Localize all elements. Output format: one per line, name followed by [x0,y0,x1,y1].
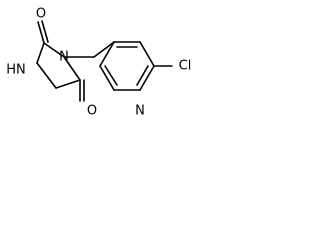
bond-c2-o-double [41,20,49,43]
bond-ring-5 [99,65,115,91]
oxygen-top-label: O [36,7,46,22]
structure-canvas: O HN N O N Cl [0,0,264,138]
canvas-background [0,0,264,138]
bond-c2-n3 [43,42,65,58]
bond-ring-3 [139,65,155,91]
bond-ch2-pyridine [93,41,115,58]
bond-c2-n1 [36,42,45,64]
bond-ring-inner-2 [136,65,149,86]
bond-c5-n1 [36,62,57,89]
bond-c4-c5 [55,79,81,89]
chemical-structure-diagram: O HN N O N Cl [0,0,264,138]
oxygen-bottom-label: O [87,104,97,119]
bond-ring-inner-3 [104,65,118,86]
bond-c2-o [37,21,45,44]
imide-nitrogen-label: N [59,50,69,65]
nh-label: HN [6,63,26,78]
bond-ring-2 [139,41,155,67]
pyridine-nitrogen-label: N [135,104,145,119]
chlorine-label: Cl [179,59,192,74]
bond-ring-6 [99,41,115,67]
bond-n3-c4 [63,56,81,81]
